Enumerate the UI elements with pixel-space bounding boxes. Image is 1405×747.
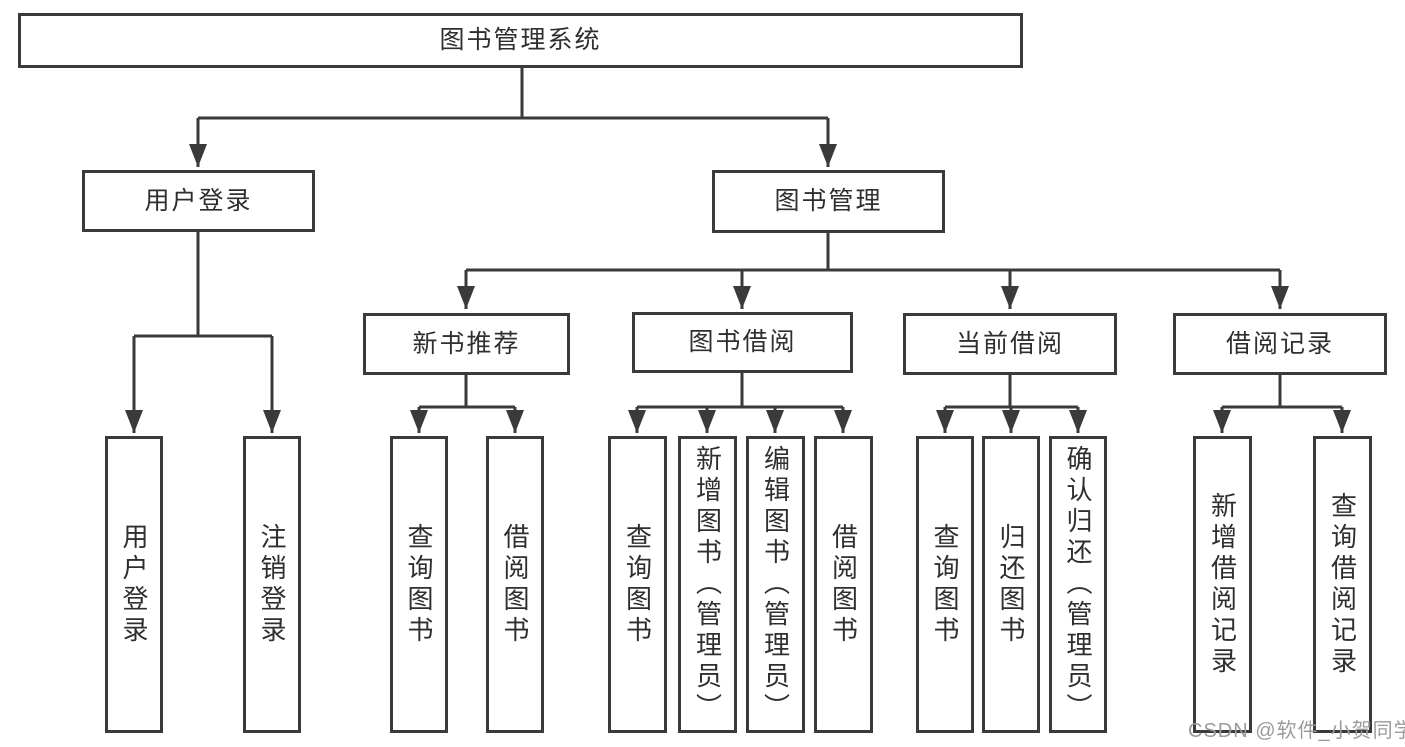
node-label: 查询图书 (404, 522, 434, 647)
node-leaf-nb-borrow-books: 借阅图书 (486, 436, 544, 733)
wire-book-borrowing (637, 373, 843, 409)
node-root-system: 图书管理系统 (18, 13, 1023, 68)
wire-borrow-records (1222, 375, 1342, 409)
node-leaf-br-query-record: 查询借阅记录 (1313, 436, 1372, 733)
node-label: 借阅图书 (828, 522, 859, 647)
node-label: 借阅记录 (1225, 329, 1334, 358)
node-label: 注销登录 (257, 522, 287, 647)
node-label: 用户登录 (119, 522, 149, 647)
node-label: 用户登录 (144, 186, 253, 215)
node-leaf-bb-edit-books-admin: 编辑图书（管理员） (746, 436, 805, 733)
node-label: 图书借阅 (688, 328, 797, 356)
node-label: 当前借阅 (955, 329, 1064, 358)
node-borrow-records: 借阅记录 (1173, 313, 1387, 375)
node-label: 图书管理 (774, 187, 883, 215)
node-leaf-bb-borrow-books: 借阅图书 (814, 436, 873, 733)
node-leaf-cb-query-books: 查询图书 (916, 436, 974, 733)
wire-user-login (134, 232, 272, 338)
node-leaf-user-login: 用户登录 (105, 436, 163, 733)
node-label: 查询图书 (622, 522, 653, 647)
node-label: 查询图书 (930, 522, 960, 647)
node-leaf-cb-confirm-return-admin: 确认归还（管理员） (1049, 436, 1107, 733)
node-label: 借阅图书 (500, 522, 530, 647)
node-leaf-nb-query-books: 查询图书 (390, 436, 448, 733)
node-label: 编辑图书（管理员） (760, 445, 791, 724)
node-leaf-bb-add-books-admin: 新增图书（管理员） (678, 436, 737, 733)
csdn-watermark: CSDN @软件_小贺同学 (1188, 720, 1405, 742)
node-leaf-cb-return-books: 归还图书 (982, 436, 1040, 733)
node-leaf-bb-query-books: 查询图书 (608, 436, 667, 733)
wire-new-books (419, 375, 515, 409)
node-leaf-logout: 注销登录 (243, 436, 301, 733)
node-label: 归还图书 (996, 522, 1026, 647)
node-current-borrowing: 当前借阅 (903, 313, 1117, 375)
wire-root (198, 68, 828, 120)
node-label: 新增图书（管理员） (692, 445, 723, 724)
node-label: 查询借阅记录 (1327, 491, 1358, 678)
node-leaf-br-add-record: 新增借阅记录 (1193, 436, 1252, 733)
node-label: 确认归还（管理员） (1063, 445, 1093, 724)
node-label: 新书推荐 (412, 329, 521, 358)
node-label: 新增借阅记录 (1207, 491, 1238, 678)
wire-book-management (466, 233, 1280, 272)
node-book-borrowing: 图书借阅 (632, 312, 853, 373)
node-book-management: 图书管理 (712, 170, 945, 233)
node-label: 图书管理系统 (439, 26, 602, 54)
wire-current-borrowing (945, 375, 1078, 409)
node-new-book-recommend: 新书推荐 (363, 313, 570, 375)
node-user-login: 用户登录 (82, 170, 315, 232)
